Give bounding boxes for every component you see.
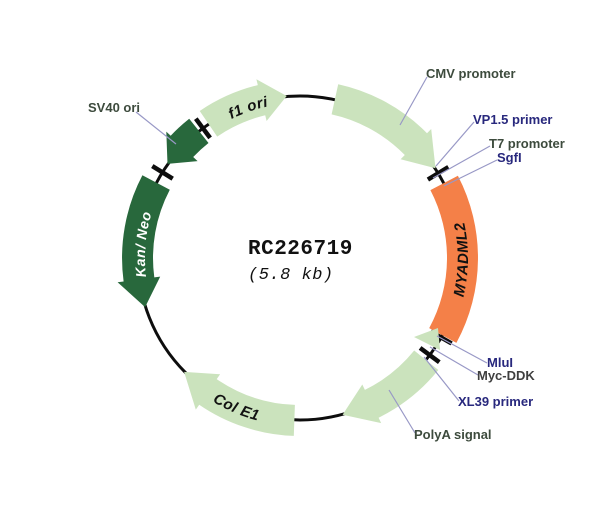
kan-neo-boundary-tick — [151, 164, 174, 181]
xl39-primer-label: XL39 primer — [458, 394, 534, 409]
myc-ddk-boundary-tick — [418, 346, 441, 365]
plasmid-size: (5.8 kb) — [248, 266, 334, 285]
polya-signal-label: PolyA signal — [414, 427, 492, 442]
segment-label-myadml2: MYADML2 — [451, 220, 472, 298]
xl39-primer-label-leader-line — [423, 356, 460, 402]
segment-col-e1 — [184, 371, 295, 436]
plasmid-name: RC226719 — [248, 238, 353, 261]
segment-kan-neo — [117, 175, 170, 308]
polya-signal-label-leader-line — [388, 389, 416, 434]
segment-sv40-ori — [166, 118, 209, 164]
sgfi-site-tick — [426, 165, 450, 182]
vp15-primer-label: VP1.5 primer — [473, 112, 553, 127]
segment-myadml2 — [429, 175, 478, 343]
mlui-label: MluI — [487, 355, 513, 370]
t7-promoter-label-leader-line — [432, 145, 491, 179]
vp15-primer-label-leader-line — [435, 121, 475, 167]
cmv-promoter-label: CMV promoter — [426, 66, 516, 81]
segment-label-text-myadml2: MYADML2 — [451, 220, 472, 298]
plasmid-title-block: RC226719 (5.8 kb) — [248, 238, 353, 285]
myc-ddk-tag-arrow — [414, 328, 440, 350]
segment-polya-signal — [342, 350, 439, 424]
myc-ddk-label: Myc-DDK — [477, 368, 535, 383]
myc-ddk-label-leader-line — [429, 346, 479, 376]
f1-sv40-boundary-tick — [193, 117, 212, 140]
sgfi-label: SgfI — [497, 150, 522, 165]
mlui-label-leader-line — [436, 335, 488, 364]
sv40-ori-label-leader-line — [135, 111, 177, 145]
segment-cmv-promoter — [331, 84, 436, 169]
segment-f1-ori — [199, 79, 287, 137]
sgfi-label-leader-line — [443, 159, 498, 187]
cmv-promoter-label-leader-line — [399, 76, 428, 126]
sv40-ori-label: SV40 ori — [88, 100, 141, 115]
t7-promoter-label: T7 promoter — [489, 136, 565, 151]
